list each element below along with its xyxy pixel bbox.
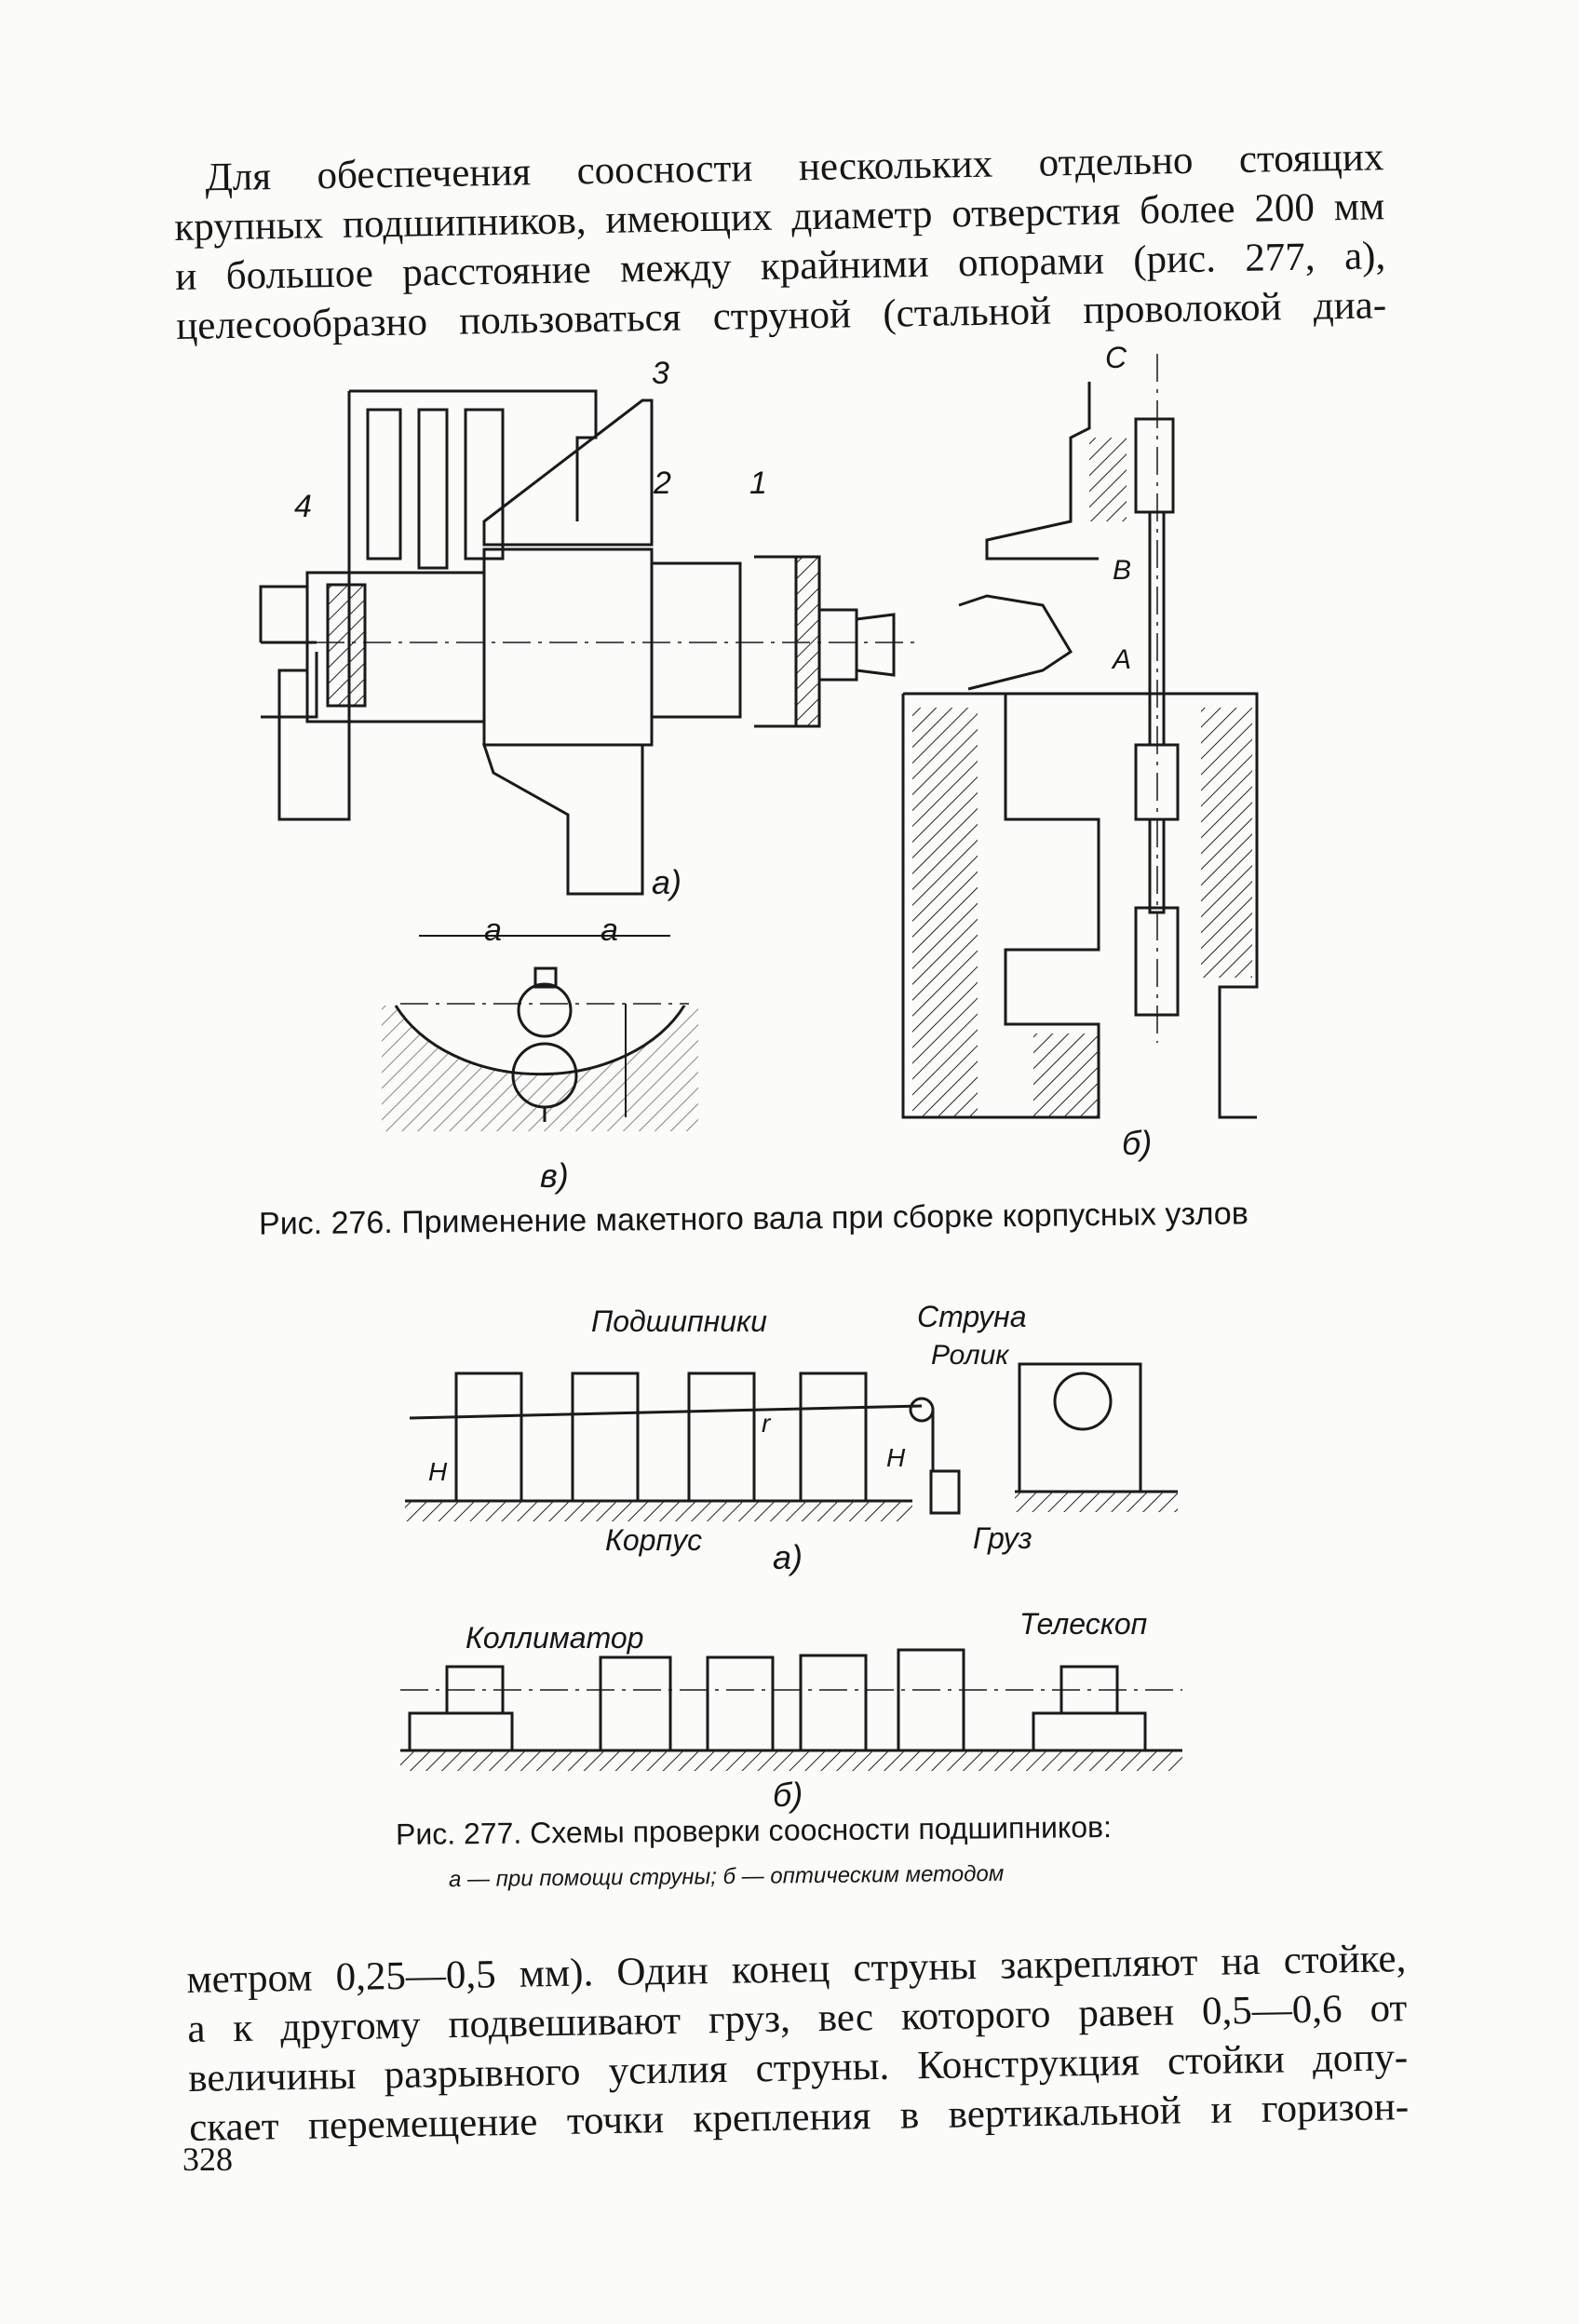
label-C: C	[1105, 341, 1127, 374]
sublabel-277-a: а)	[773, 1538, 803, 1576]
label-2: 2	[653, 466, 671, 501]
fig277-drawing-b	[400, 1648, 1182, 1752]
label-housing: Корпус	[605, 1523, 702, 1557]
label-B: B	[1113, 555, 1131, 586]
fig276-drawing-b	[901, 382, 1259, 1119]
label-string: Струна	[917, 1300, 1027, 1333]
label-weight: Груз	[973, 1521, 1032, 1555]
label-collimator: Коллиматор	[466, 1621, 643, 1655]
label-a-left: a	[484, 912, 502, 948]
label-3: 3	[652, 356, 669, 391]
fig277-drawing-a	[405, 1362, 1178, 1515]
label-r: r	[762, 1409, 772, 1438]
label-1: 1	[749, 466, 767, 501]
label-bearings: Подшипники	[591, 1304, 767, 1338]
paragraph-bottom: метром 0,25—0,5 мм). Один конец струны з…	[186, 1934, 1410, 2153]
sublabel-b: б)	[1122, 1124, 1152, 1162]
label-a-right: a	[601, 912, 618, 948]
page-number: 328	[182, 2141, 233, 2178]
sublabel-277-b: б)	[773, 1776, 803, 1814]
label-4: 4	[294, 489, 312, 524]
label-H-left: H	[428, 1457, 448, 1486]
sublabel-a: а)	[652, 863, 682, 901]
label-telescope: Телескоп	[1019, 1607, 1147, 1641]
label-H-right: H	[886, 1443, 906, 1472]
label-roller: Ролик	[931, 1340, 1010, 1371]
sublabel-v: в)	[540, 1156, 569, 1195]
label-A: A	[1111, 644, 1131, 675]
